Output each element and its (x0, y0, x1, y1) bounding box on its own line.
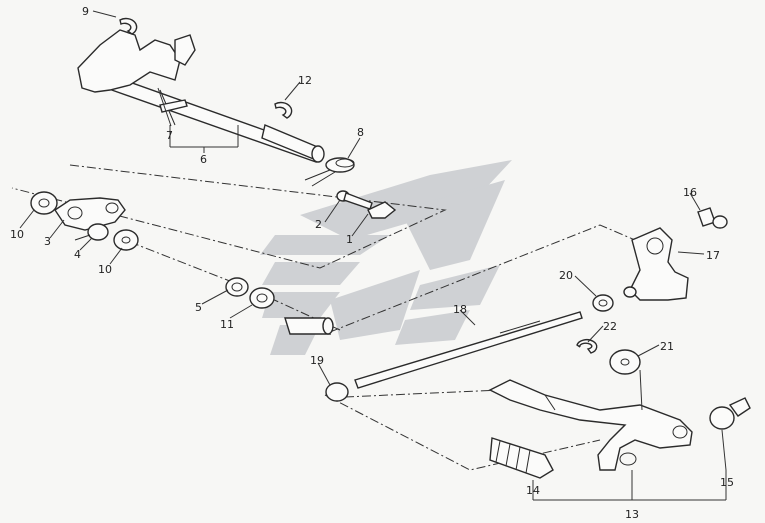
callout-2: 2 (315, 218, 322, 231)
callout-13: 13 (625, 508, 639, 521)
washer-hole (38, 198, 50, 208)
callout-4: 4 (74, 248, 81, 261)
circlip-part-12 (274, 101, 293, 119)
callout-20: 20 (559, 269, 573, 282)
callout-17: 17 (706, 249, 720, 262)
callout-9: 9 (82, 5, 89, 18)
callout-18: 18 (453, 303, 467, 316)
callout-14: 14 (526, 484, 540, 497)
shift-shaft (77, 29, 325, 163)
callout-7: 7 (166, 129, 173, 142)
bracket-part-17 (623, 227, 689, 301)
callout-3: 3 (44, 235, 51, 248)
washer-hole (256, 293, 268, 303)
leader-lines (19, 10, 727, 501)
collar-part-20 (592, 294, 614, 312)
bolt-part-16 (697, 207, 728, 229)
callout-12: 12 (298, 74, 312, 87)
callout-19: 19 (310, 354, 324, 367)
collar-part-19 (325, 382, 349, 402)
washer-part-10-upper (30, 191, 58, 215)
washer-hole (620, 358, 630, 366)
callout-6: 6 (200, 153, 207, 166)
pedal-rubber-part-14 (489, 437, 554, 479)
bolt-part-2 (336, 190, 373, 210)
spring-part-4 (74, 223, 109, 241)
reference-lines (11, 164, 636, 471)
washer-part-10-lower (113, 229, 139, 251)
callout-16: 16 (683, 186, 697, 199)
callout-10-upper: 10 (10, 228, 24, 241)
callout-10-lower: 10 (98, 263, 112, 276)
callout-21: 21 (660, 340, 674, 353)
callout-11: 11 (220, 318, 234, 331)
washer-part-21 (609, 349, 641, 375)
shift-pedal-part-13 (488, 379, 693, 471)
shift-arm-part-3 (54, 197, 126, 231)
watermark-logo (260, 160, 512, 355)
callout-1: 1 (346, 233, 353, 246)
collar-part-5 (225, 277, 249, 297)
rod-end-part-15 (709, 397, 751, 430)
callout-8: 8 (357, 126, 364, 139)
circlip-part-9 (119, 17, 138, 35)
callout-5: 5 (195, 301, 202, 314)
washer-hole (121, 236, 131, 244)
collar-hole (231, 282, 243, 292)
callout-15: 15 (720, 476, 734, 489)
callout-labels: 1 2 3 4 5 6 7 8 9 10 10 11 12 13 14 15 1… (10, 5, 734, 521)
callout-22: 22 (603, 320, 617, 333)
collar-hole (598, 299, 608, 307)
shift-rod-part-18 (354, 311, 583, 389)
spring-part-8 (304, 157, 355, 187)
shaft-end (284, 317, 334, 335)
washer-part-11 (249, 287, 275, 309)
stopper-arm-part-1 (367, 201, 397, 219)
circlip-part-22 (576, 338, 598, 354)
